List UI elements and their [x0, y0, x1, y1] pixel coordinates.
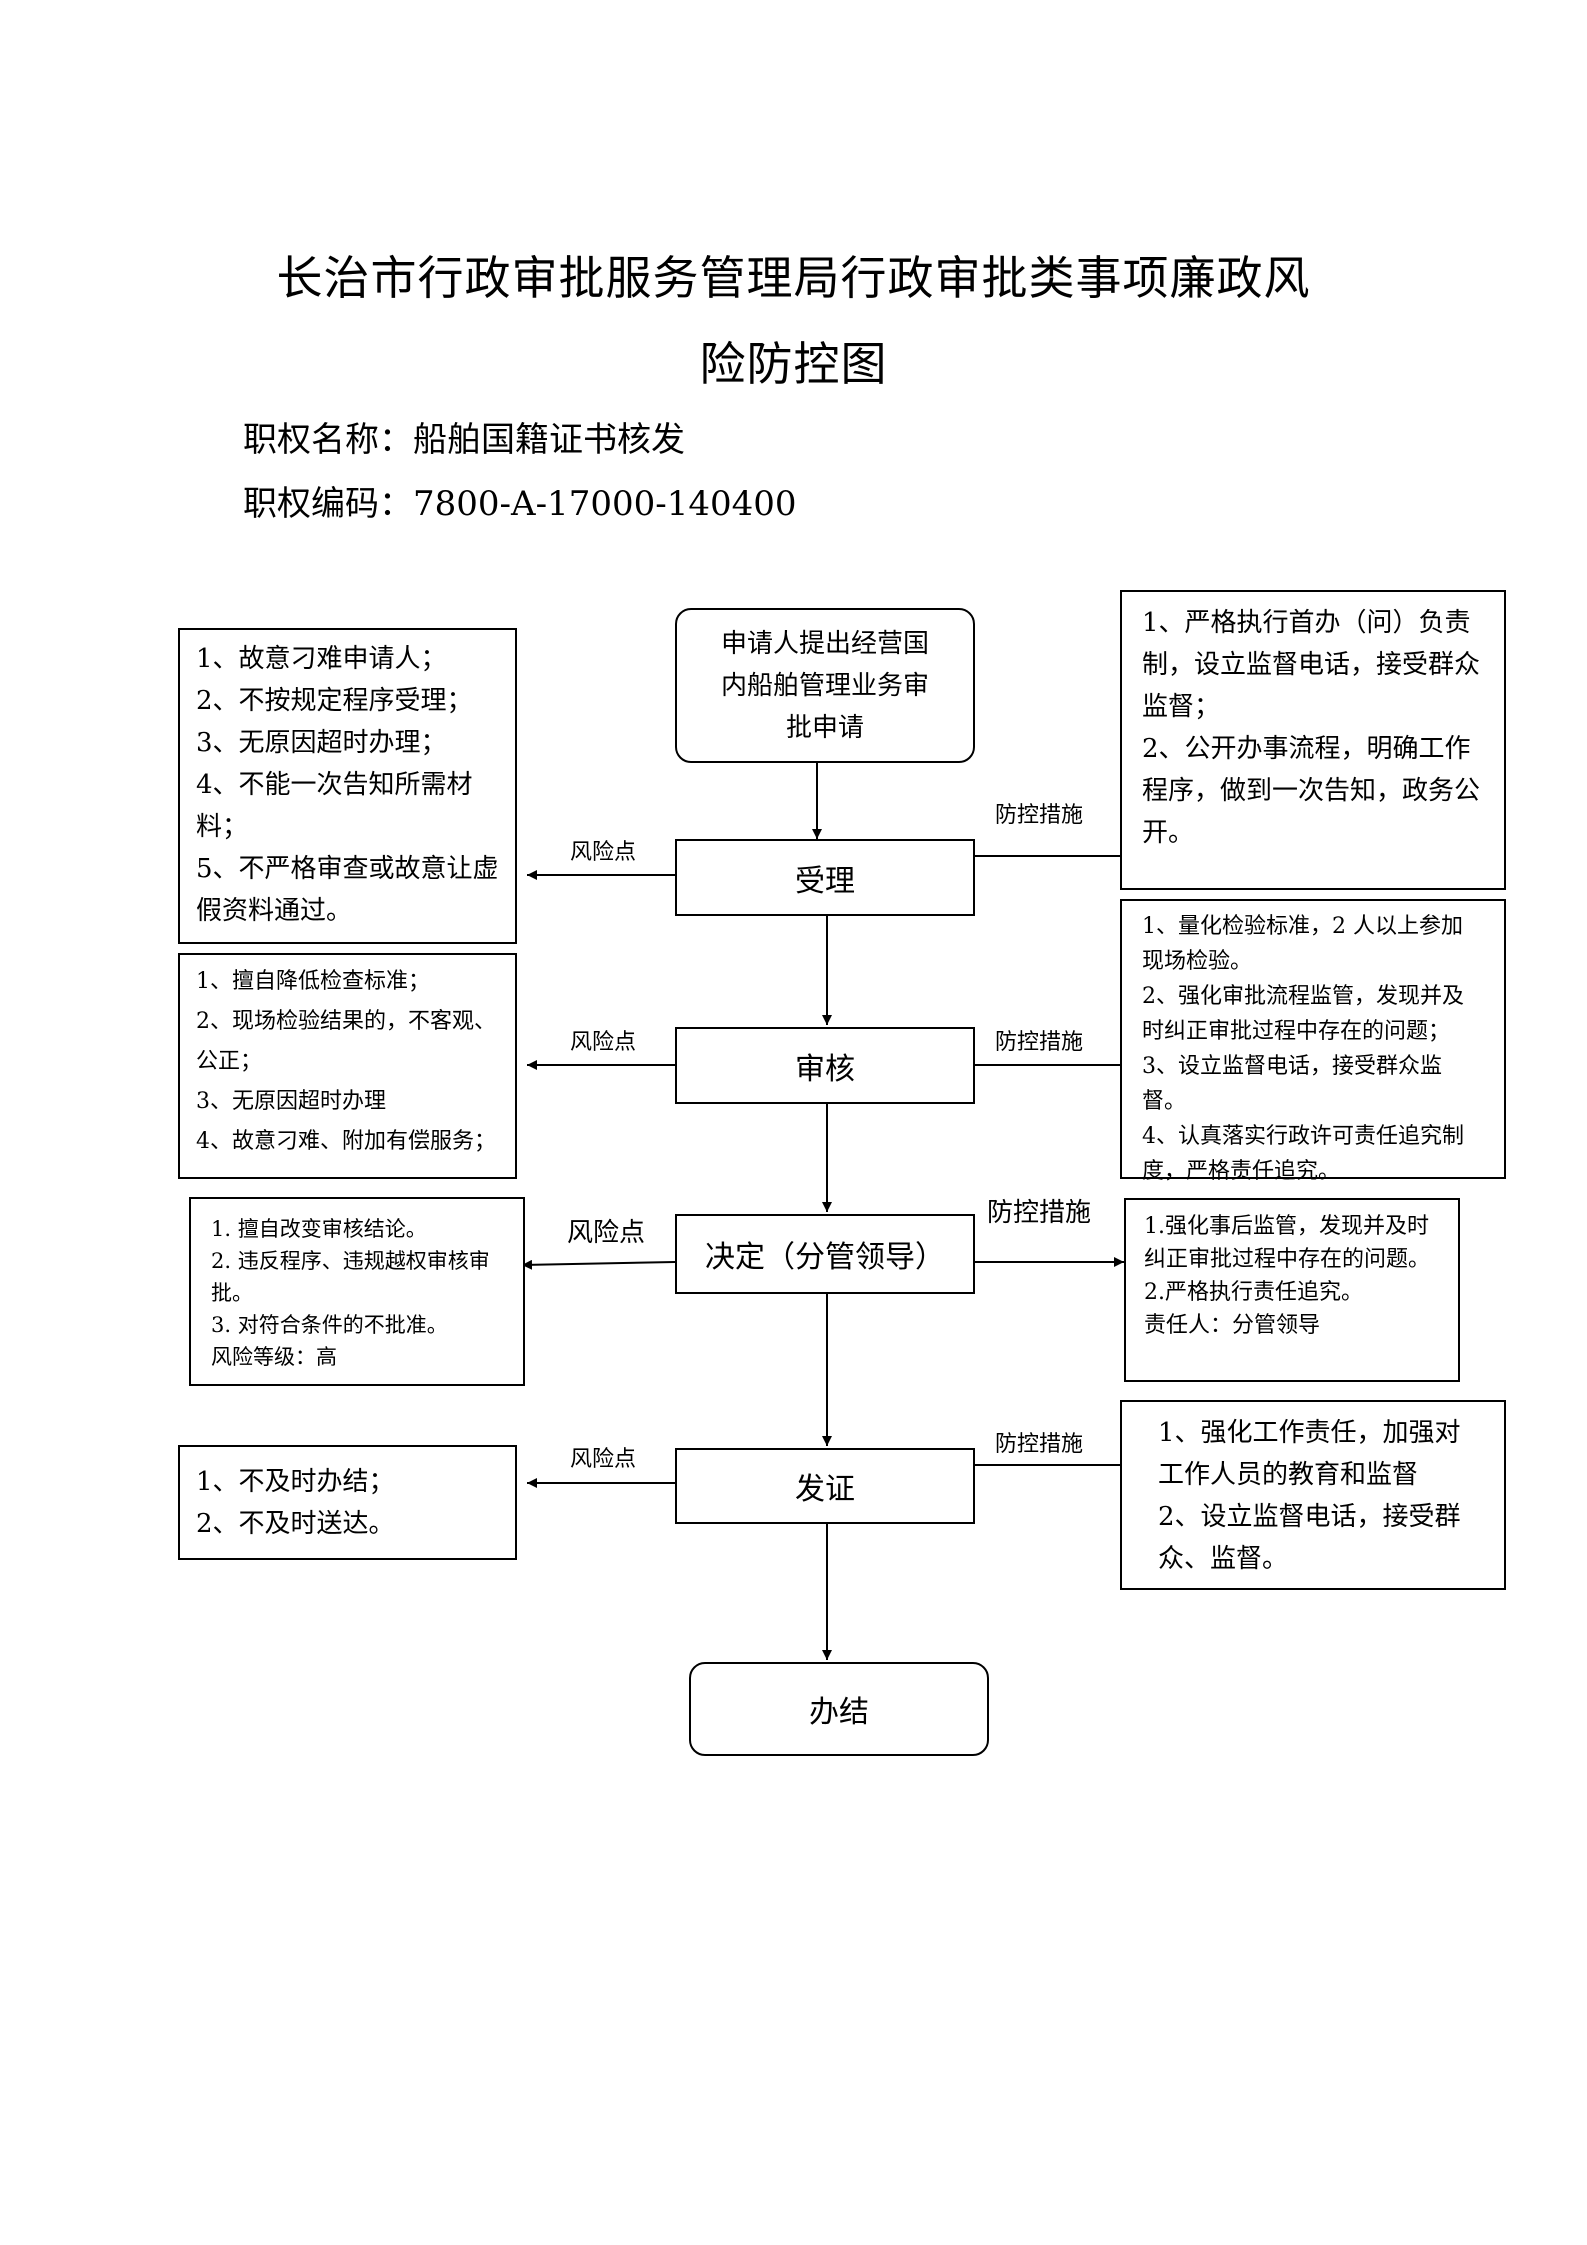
risk-item: 4、不能一次告知所需材料；	[196, 770, 473, 842]
control-item: 1、强化工作责任，加强对工作人员的教育和监督	[1158, 1418, 1461, 1490]
control-item: 1、严格执行首办（问）负责制，设立监督电话，接受群众监督；	[1142, 608, 1481, 722]
control-box-decide: 1.强化事后监管，发现并及时纠正审批过程中存在的问题。 2.严格执行责任追究。 …	[1124, 1198, 1460, 1382]
control-item: 2、强化审批流程监管，发现并及时纠正审批过程中存在的问题；	[1142, 984, 1464, 1044]
control-item: 2.严格执行责任追究。	[1144, 1280, 1363, 1305]
risk-box-issue: 1、不及时办结； 2、不及时送达。	[178, 1445, 517, 1560]
risk-box-decide: 1. 擅自改变审核结论。 2. 违反程序、违规越权审核审批。 3. 对符合条件的…	[189, 1197, 525, 1386]
control-label-review: 防控措施	[995, 1030, 1084, 1055]
risk-item: 2、现场检验结果的，不客观、公正；	[196, 1009, 496, 1074]
risk-label-decide: 风险点	[567, 1218, 646, 1248]
risk-label-accept: 风险点	[570, 840, 637, 865]
control-item: 3、设立监督电话，接受群众监督。	[1142, 1054, 1442, 1114]
risk-box-accept: 1、故意刁难申请人； 2、不按规定程序受理； 3、无原因超时办理； 4、不能一次…	[178, 628, 517, 944]
flow-step-decide-label: 决定（分管领导）	[705, 1240, 945, 1275]
risk-item: 1、故意刁难申请人；	[196, 644, 447, 674]
page-title-line-2: 险防控图	[699, 337, 888, 391]
risk-item: 1. 擅自改变审核结论。	[211, 1217, 427, 1241]
flow-step-review: 审核	[675, 1027, 975, 1104]
flow-step-end-label: 办结	[809, 1695, 869, 1730]
risk-item: 3. 对符合条件的不批准。	[211, 1313, 448, 1337]
control-box-accept: 1、严格执行首办（问）负责制，设立监督电话，接受群众监督； 2、公开办事流程，明…	[1120, 590, 1506, 890]
risk-item: 3、无原因超时办理；	[196, 728, 447, 758]
flow-step-accept: 受理	[675, 839, 975, 916]
flow-step-issue: 发证	[675, 1448, 975, 1524]
risk-label-review: 风险点	[570, 1030, 637, 1055]
risk-level: 风险等级：高	[211, 1345, 337, 1369]
risk-label-issue: 风险点	[570, 1447, 637, 1472]
flow-step-accept-label: 受理	[795, 863, 855, 899]
risk-item: 5、不严格审查或故意让虚假资料通过。	[196, 854, 499, 926]
control-item: 2、设立监督电话，接受群众、监督。	[1158, 1502, 1461, 1574]
flow-step-start-text: 申请人提出经营国内船舶管理业务审批申请	[720, 628, 929, 743]
risk-item: 4、故意刁难、附加有偿服务；	[196, 1129, 496, 1154]
risk-item: 2、不按规定程序受理；	[196, 686, 473, 716]
authority-code: 职权编码：7800-A-17000-140400	[243, 484, 797, 524]
control-label-accept: 防控措施	[995, 803, 1084, 828]
risk-item: 3、无原因超时办理	[196, 1089, 386, 1114]
control-label-issue: 防控措施	[995, 1432, 1084, 1457]
control-item: 1.强化事后监管，发现并及时纠正审批过程中存在的问题。	[1144, 1214, 1431, 1272]
flow-step-start: 申请人提出经营国内船舶管理业务审批申请	[675, 608, 975, 763]
risk-item: 2. 违反程序、违规越权审核审批。	[211, 1249, 490, 1305]
control-box-review: 1、量化检验标准，2 人以上参加现场检验。 2、强化审批流程监管，发现并及时纠正…	[1120, 899, 1506, 1184]
control-label-decide: 防控措施	[987, 1198, 1092, 1228]
risk-item: 1、不及时办结；	[196, 1467, 395, 1497]
risk-item: 2、不及时送达。	[196, 1509, 395, 1539]
authority-name: 职权名称：船舶国籍证书核发	[243, 420, 685, 460]
responsible-person: 责任人：分管领导	[1144, 1313, 1321, 1338]
control-item: 1、量化检验标准，2 人以上参加现场检验。	[1142, 914, 1463, 974]
risk-arrow-decide	[521, 1259, 676, 1270]
risk-item: 1、擅自降低检查标准；	[196, 969, 430, 994]
flow-step-review-label: 审核	[795, 1051, 855, 1087]
risk-box-review: 1、擅自降低检查标准； 2、现场检验结果的，不客观、公正； 3、无原因超时办理 …	[178, 953, 517, 1179]
page-title-line-1: 长治市行政审批服务管理局行政审批类事项廉政风	[276, 251, 1311, 305]
flow-step-issue-label: 发证	[795, 1472, 855, 1507]
control-item: 2、公开办事流程，明确工作程序，做到一次告知，政务公开。	[1142, 734, 1481, 848]
control-item: 4、认真落实行政许可责任追究制度，严格责任追究。	[1142, 1124, 1464, 1184]
flow-step-decide: 决定（分管领导）	[675, 1214, 975, 1294]
control-box-issue: 1、强化工作责任，加强对工作人员的教育和监督 2、设立监督电话，接受群众、监督。	[1120, 1400, 1506, 1590]
flow-step-end: 办结	[689, 1662, 989, 1756]
